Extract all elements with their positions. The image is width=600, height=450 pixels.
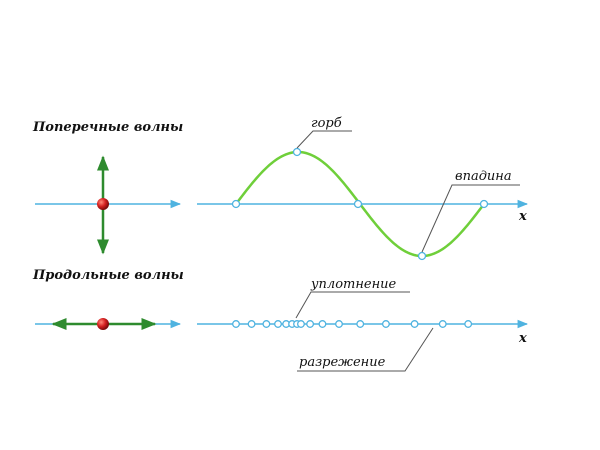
longitudinal-point-12 xyxy=(356,320,365,328)
rarefaction-label: разрежение xyxy=(299,355,386,370)
longitudinal-point-10 xyxy=(318,320,327,328)
longitudinal-point-1 xyxy=(232,320,240,328)
longitudinal-point-16 xyxy=(464,320,473,328)
longitudinal-point-13 xyxy=(381,320,390,328)
longitudinal-heading: Продольные волны xyxy=(32,268,184,283)
longitudinal-points xyxy=(232,320,473,328)
longitudinal-particle xyxy=(97,318,109,330)
longitudinal-point-8 xyxy=(297,320,305,328)
transverse-heading: Поперечные волны xyxy=(32,120,183,135)
longitudinal-point-2 xyxy=(247,320,256,328)
trough-label: впадина xyxy=(455,169,512,184)
crest-leader-line xyxy=(296,130,352,149)
compression-label: уплотнение xyxy=(310,277,397,292)
longitudinal-point-3 xyxy=(262,320,271,328)
longitudinal-point-11 xyxy=(335,320,343,328)
wave-middle-point xyxy=(353,199,363,209)
compression-leader-line xyxy=(295,291,410,319)
rarefaction-leader-line xyxy=(297,327,434,372)
transverse-particle xyxy=(97,198,109,210)
wave-start-point xyxy=(231,199,241,209)
crest-point xyxy=(292,147,302,157)
wave-end-point xyxy=(479,199,489,209)
trough-leader-line xyxy=(421,184,520,253)
longitudinal-point-14 xyxy=(410,320,419,328)
trough-point xyxy=(417,251,427,261)
longitudinal-point-9 xyxy=(306,320,315,328)
crest-label: горб xyxy=(311,116,342,131)
longitudinal-point-15 xyxy=(438,320,447,328)
longitudinal-point-4 xyxy=(274,320,282,328)
longitudinal-x-axis-label: x xyxy=(518,331,527,346)
transverse-x-axis-label: x xyxy=(518,209,527,224)
